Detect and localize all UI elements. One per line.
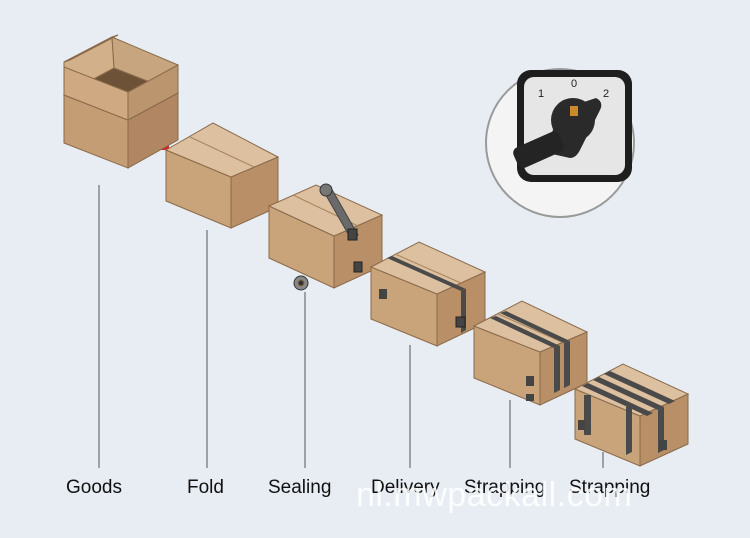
switch-handle — [513, 131, 564, 169]
rotary-switch-inset — [485, 68, 635, 218]
leader-lines — [98, 185, 604, 468]
switch-position-label: 0 — [571, 78, 578, 90]
box-fold — [164, 122, 280, 229]
switch-position-label: 1 — [538, 88, 545, 100]
stage-label-strapping-2: Strapping — [569, 477, 651, 498]
switch-indicator — [570, 106, 578, 116]
switch-position-label: 2 — [603, 88, 610, 100]
stage-label-goods: Goods — [66, 477, 122, 498]
stage-label-fold: Fold — [187, 477, 224, 498]
open-box-goods — [62, 34, 180, 169]
box-strapping-1 — [472, 300, 589, 406]
watermark: nl.mwpackall.com — [356, 476, 633, 514]
box-delivery — [369, 241, 487, 347]
stage-label-sealing: Sealing — [268, 477, 332, 498]
box-strapping-2 — [573, 363, 690, 467]
stage-label-strapping-1: Strapping — [464, 477, 546, 498]
box-sealing — [267, 183, 384, 291]
stage-label-delivery: Delivery — [371, 477, 440, 498]
